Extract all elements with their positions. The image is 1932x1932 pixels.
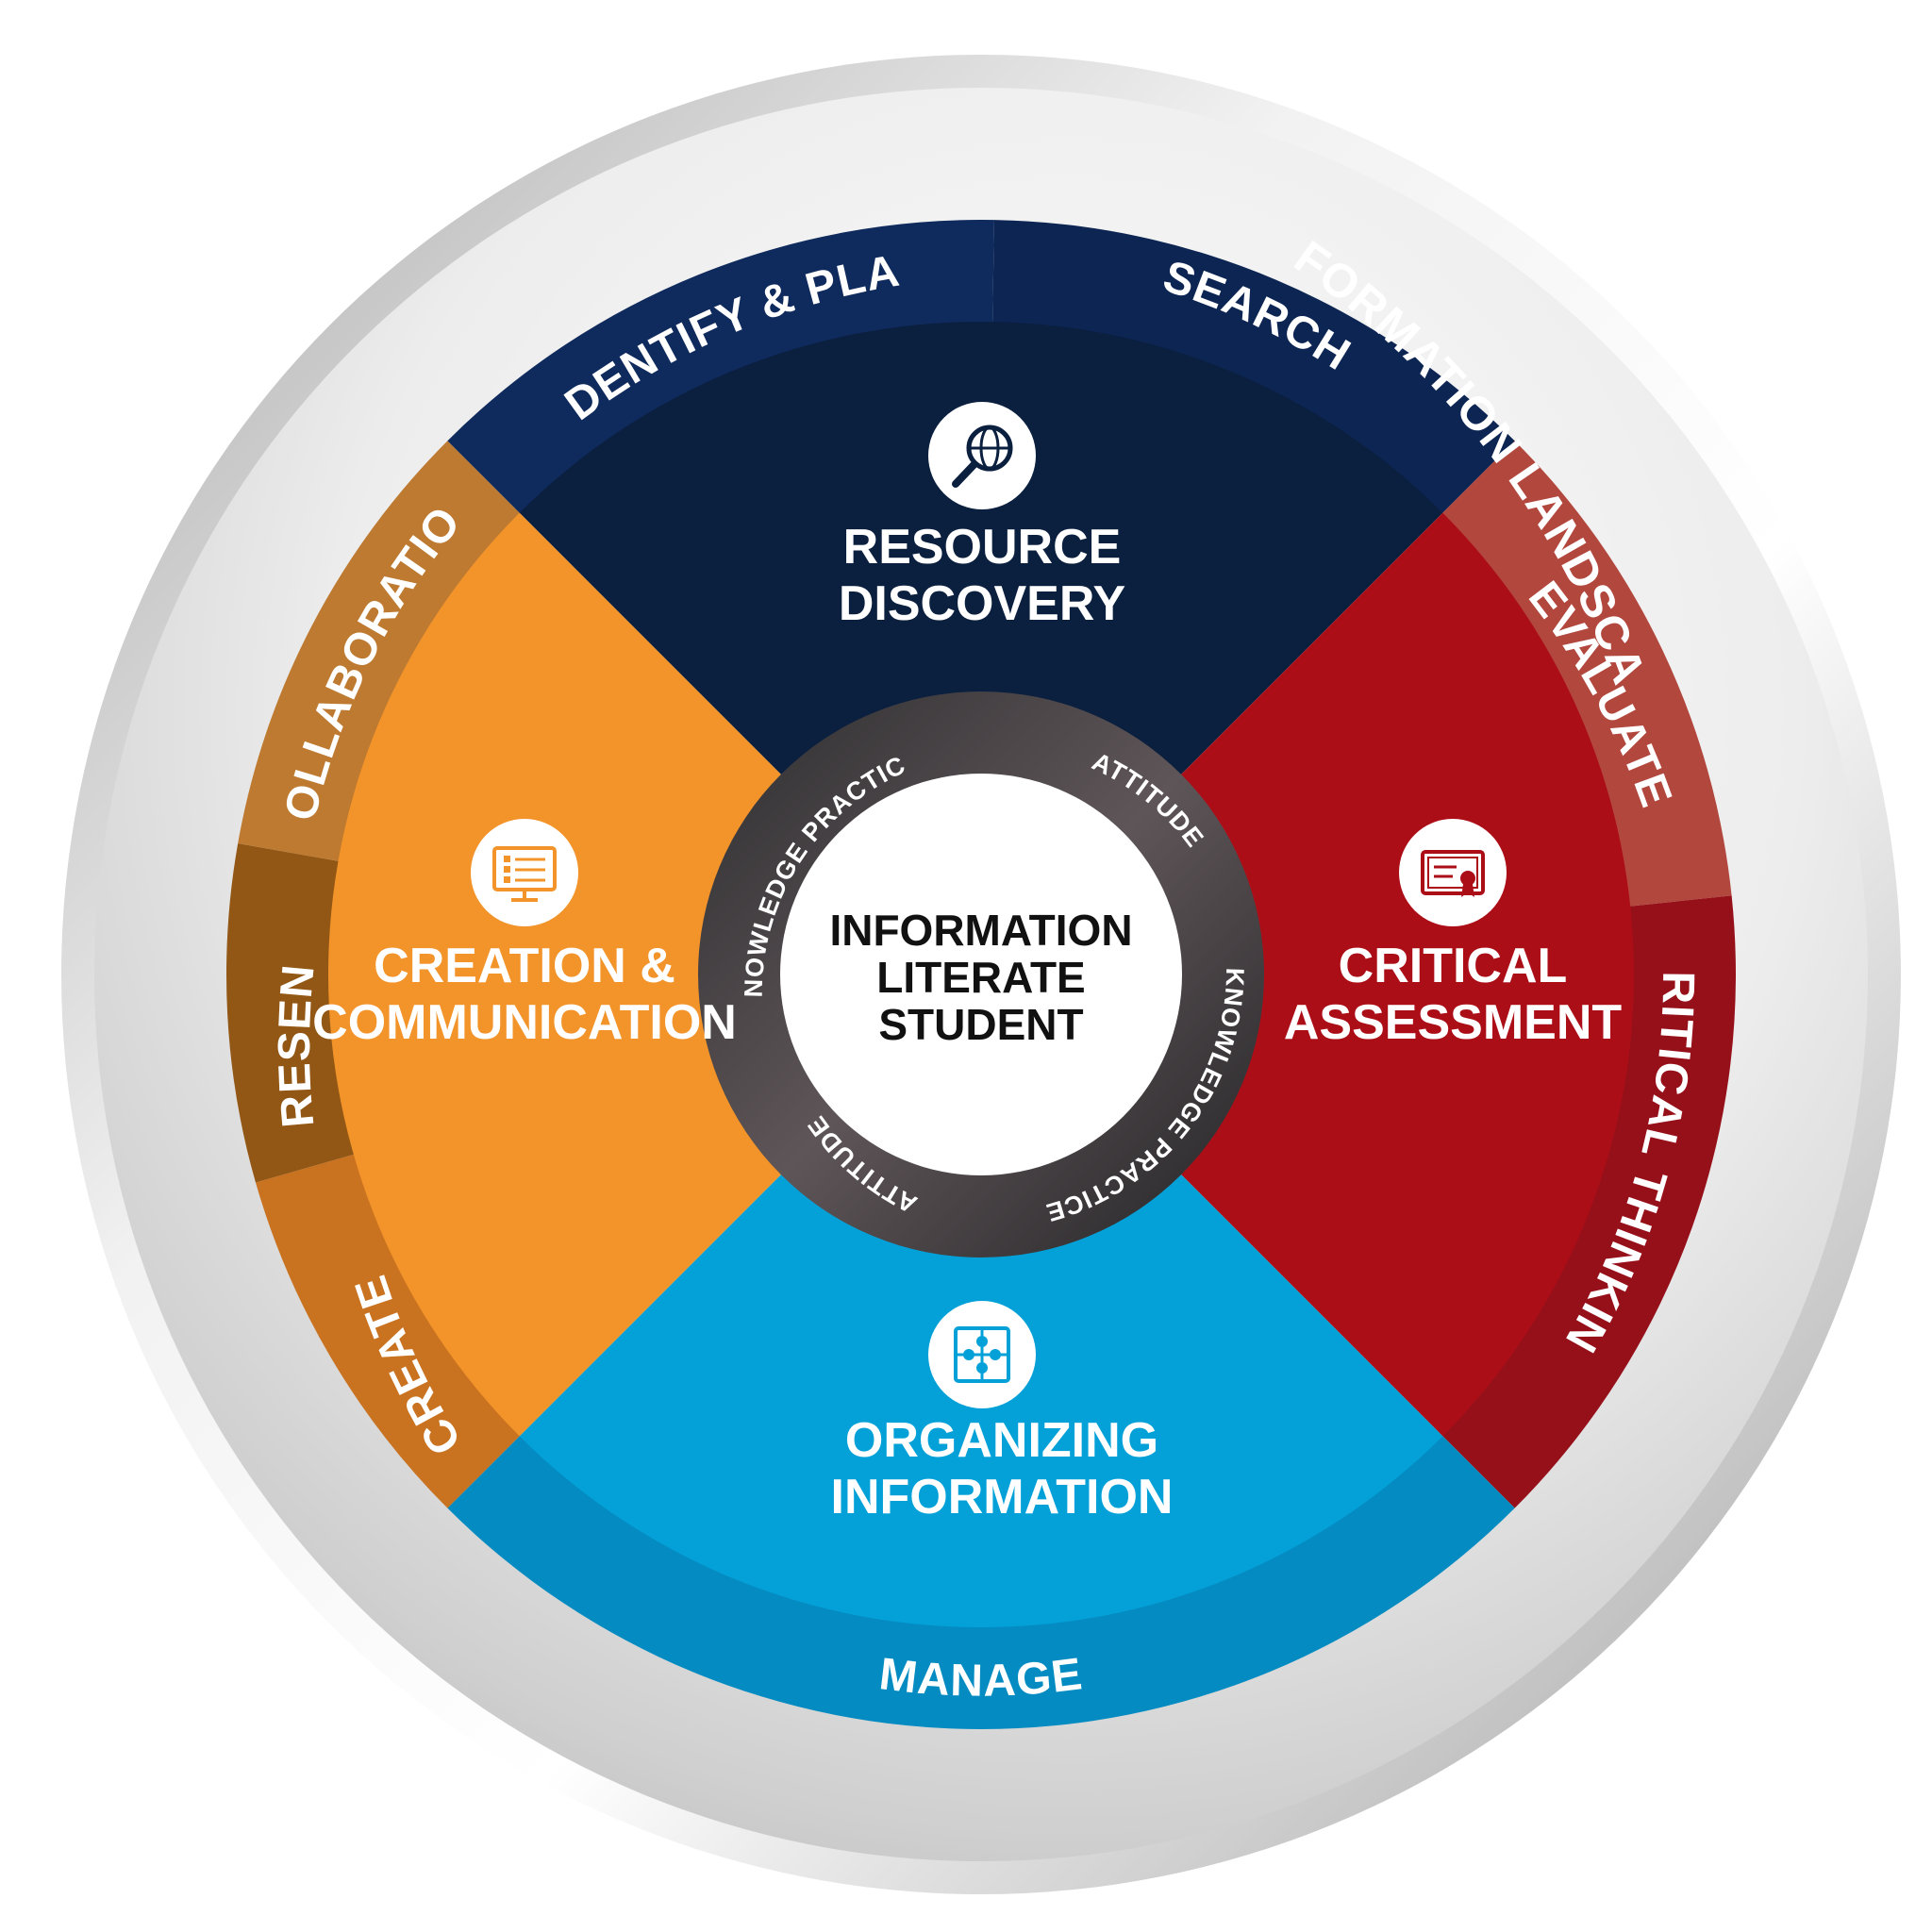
quadrant-organizing-information [519,974,1443,1627]
center-circle [780,774,1182,1175]
certificate-icon [1399,819,1507,926]
center-title-line: INFORMATION [829,906,1132,955]
segment-identify-plan-band [447,219,994,515]
globe-magnifier-icon [928,402,1036,509]
quadrant-creation-communication [328,512,982,1437]
organizing-information-title: INFORMATION [831,1470,1174,1524]
critical-assessment-title: ASSESSMENT [1284,995,1623,1050]
segment-evaluate-band [1441,441,1732,907]
quadrant-critical-assessment [981,512,1634,1437]
segment-collaboration-band [238,441,522,862]
creation-communication-title: CREATION & [374,939,675,993]
organizing-information-title: ORGANIZING [845,1413,1158,1468]
resource-discovery-title: RESOURCE [843,520,1122,575]
puzzle-icon [928,1301,1036,1408]
creation-communication-title: COMMUNICATION [312,995,737,1050]
quadrant-resource-discovery [519,322,1443,974]
monitor-checklist-icon [471,819,578,926]
segment-manage-band [447,1434,1515,1729]
resource-discovery-title: DISCOVERY [839,576,1125,631]
segment-critical-thinking-band [1441,895,1737,1508]
segment-present-band [225,843,356,1183]
center-title-line: LITERATE [876,953,1085,1002]
critical-assessment-title: CRITICAL [1339,939,1568,993]
segment-search-band [992,220,1515,515]
segment-create-band [255,1154,522,1508]
center-title-line: STUDENT [878,1000,1083,1049]
segment-manage-label: MANAGE [876,1649,1085,1707]
